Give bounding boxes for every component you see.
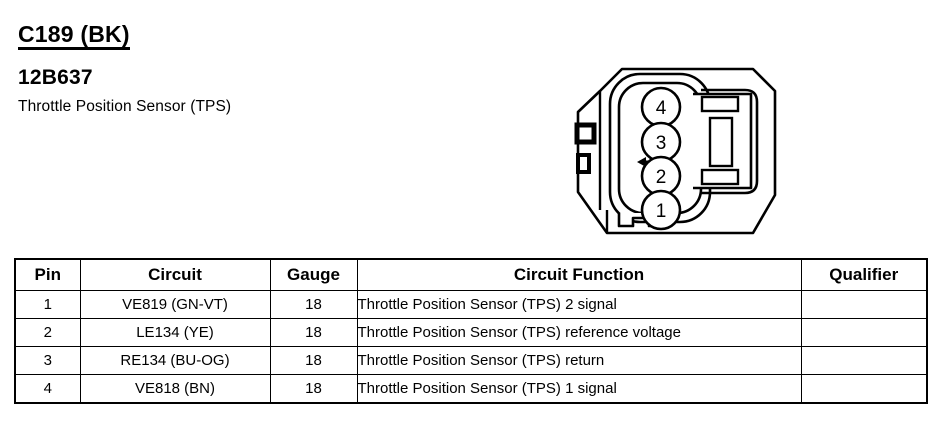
cell-function: Throttle Position Sensor (TPS) reference… bbox=[356, 318, 802, 347]
cell-qualifier bbox=[800, 290, 928, 319]
cell-circuit: VE818 (BN) bbox=[79, 374, 271, 404]
cell-gauge: 18 bbox=[269, 374, 358, 404]
connector-diagram: 4 3 2 1 bbox=[545, 50, 790, 245]
column-header-gauge: Gauge bbox=[269, 258, 358, 291]
table-row: 4 VE818 (BN) 18 Throttle Position Sensor… bbox=[14, 374, 928, 404]
keyway-notch-upper bbox=[574, 122, 597, 145]
pin-circle-1 bbox=[640, 189, 682, 231]
column-header-circuit: Circuit bbox=[79, 258, 271, 291]
column-header-qualifier: Qualifier bbox=[800, 258, 928, 291]
part-number: 12B637 bbox=[18, 66, 93, 90]
cell-circuit: RE134 (BU-OG) bbox=[79, 346, 271, 375]
latch-block-center bbox=[708, 116, 734, 168]
pin-label-4: 4 bbox=[656, 98, 667, 119]
column-header-pin: Pin bbox=[14, 258, 81, 291]
table-header-row: Pin Circuit Gauge Circuit Function Quali… bbox=[14, 258, 928, 291]
cell-circuit: LE134 (YE) bbox=[79, 318, 271, 347]
cell-function: Throttle Position Sensor (TPS) 1 signal bbox=[356, 374, 802, 404]
pin-label-2: 2 bbox=[656, 167, 667, 188]
cell-function: Throttle Position Sensor (TPS) return bbox=[356, 346, 802, 375]
cell-qualifier bbox=[800, 346, 928, 375]
pin-table-container: Pin Circuit Gauge Circuit Function Quali… bbox=[14, 258, 928, 404]
table-row: 3 RE134 (BU-OG) 18 Throttle Position Sen… bbox=[14, 346, 928, 375]
cell-gauge: 18 bbox=[269, 318, 358, 347]
latch-block-lower bbox=[700, 168, 740, 186]
cell-pin: 3 bbox=[14, 346, 81, 375]
cell-pin: 4 bbox=[14, 374, 81, 404]
cell-gauge: 18 bbox=[269, 290, 358, 319]
table-row: 1 VE819 (GN-VT) 18 Throttle Position Sen… bbox=[14, 290, 928, 319]
component-name: Throttle Position Sensor (TPS) bbox=[18, 98, 232, 116]
cell-qualifier bbox=[800, 318, 928, 347]
cell-qualifier bbox=[800, 374, 928, 404]
cell-gauge: 18 bbox=[269, 346, 358, 375]
keyway-notch-lower bbox=[576, 153, 591, 174]
header-block: C189 (BK) 12B637 Throttle Position Senso… bbox=[18, 22, 438, 115]
cell-function: Throttle Position Sensor (TPS) 2 signal bbox=[356, 290, 802, 319]
table-row: 2 LE134 (YE) 18 Throttle Position Sensor… bbox=[14, 318, 928, 347]
cell-pin: 1 bbox=[14, 290, 81, 319]
pin-assignment-table: Pin Circuit Gauge Circuit Function Quali… bbox=[14, 258, 928, 404]
latch-housing-rounded bbox=[701, 88, 759, 195]
pin-label-1: 1 bbox=[656, 201, 667, 222]
cell-pin: 2 bbox=[14, 318, 81, 347]
cell-circuit: VE819 (GN-VT) bbox=[79, 290, 271, 319]
connector-id-title: C189 (BK) bbox=[18, 22, 130, 51]
column-header-function: Circuit Function bbox=[356, 258, 802, 291]
pin-label-3: 3 bbox=[656, 133, 667, 154]
latch-block-upper bbox=[700, 95, 740, 113]
